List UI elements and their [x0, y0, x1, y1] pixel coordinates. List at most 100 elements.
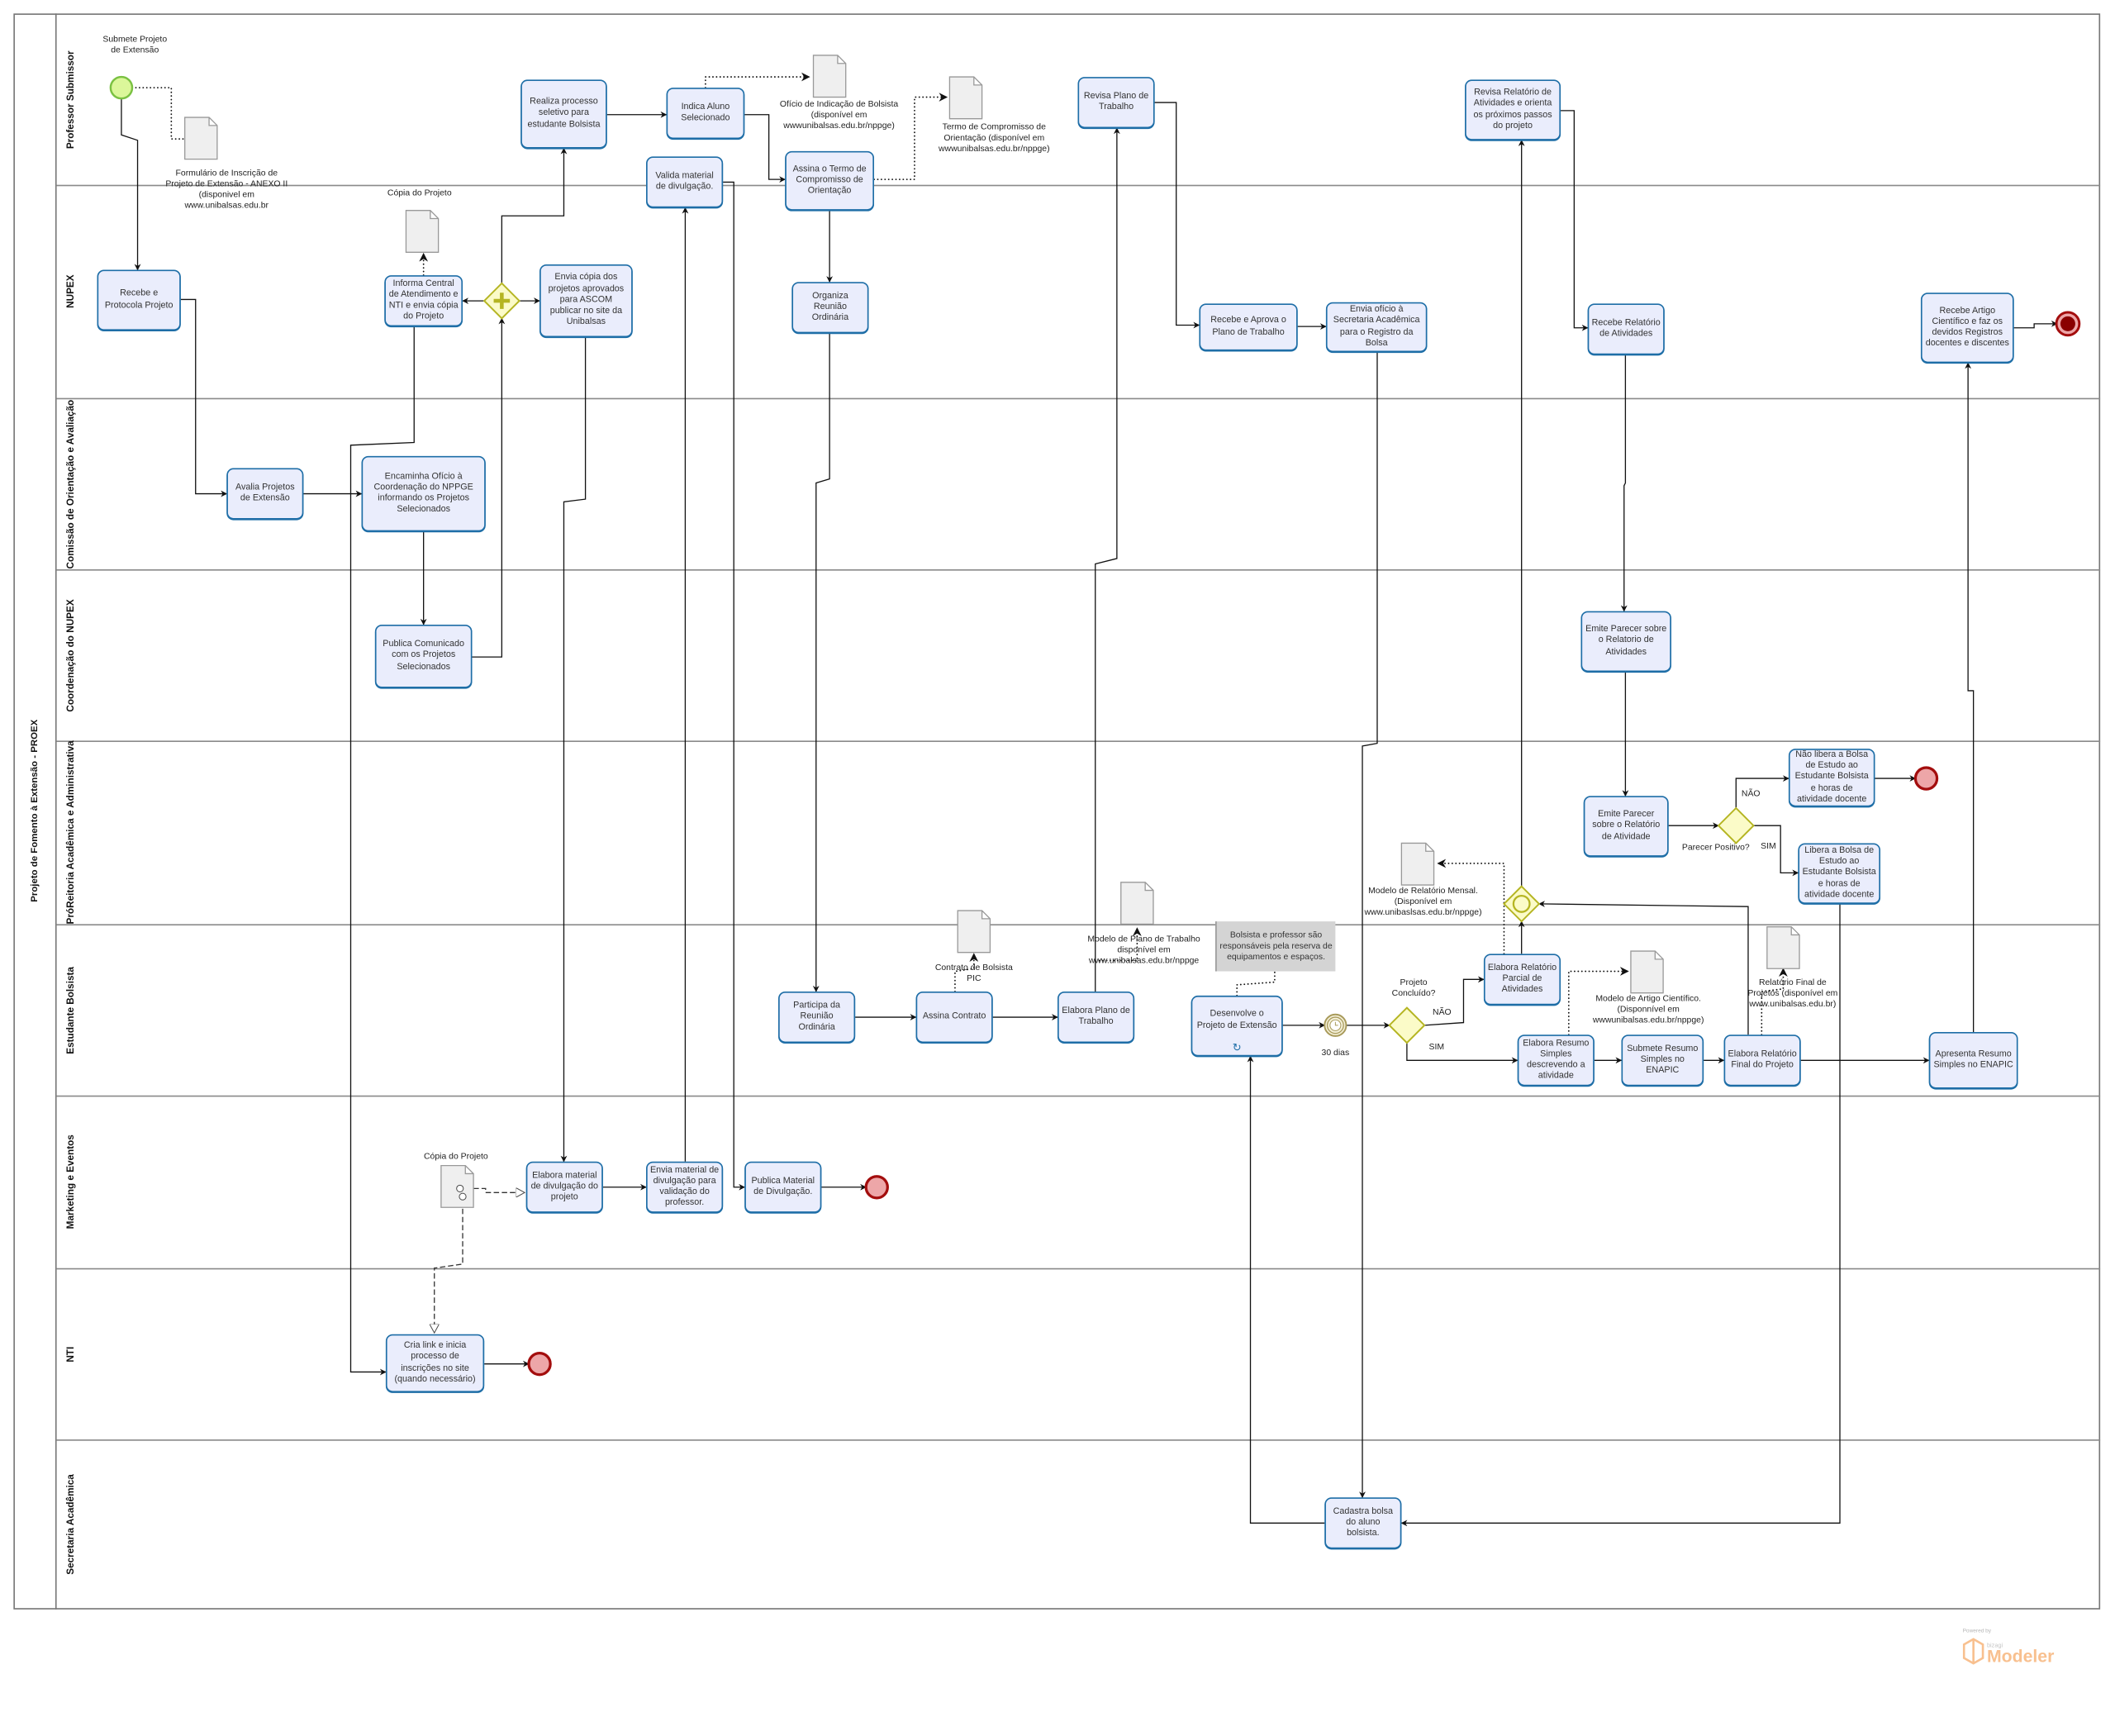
- data-association[interactable]: [705, 72, 810, 89]
- task-cria-link[interactable]: Cria link e inicia processo de inscriçõe…: [385, 1334, 485, 1392]
- sequence-flow[interactable]: [1620, 354, 1628, 612]
- data-association[interactable]: [954, 953, 979, 992]
- task-assina-contrato[interactable]: Assina Contrato: [915, 992, 993, 1044]
- task-recebe-aprova-plano[interactable]: Recebe e Aprova o Plano de Trabalho: [1199, 303, 1298, 351]
- data-association[interactable]: [1437, 858, 1505, 955]
- data-association[interactable]: [1236, 970, 1276, 996]
- exclusive-gateway-projeto-concluido[interactable]: [1388, 1006, 1426, 1044]
- sequence-flow[interactable]: [1400, 903, 1841, 1527]
- sequence-flow[interactable]: [1359, 352, 1378, 1499]
- document-icon: [1630, 950, 1664, 994]
- data-association[interactable]: [1761, 968, 1788, 1036]
- task-elabora-relatorio-final[interactable]: Elabora Relatório Final do Projeto: [1723, 1034, 1801, 1087]
- data-association[interactable]: [131, 87, 186, 140]
- task-encaminha-oficio[interactable]: Encaminha Ofício à Coordenação do NPPGE …: [361, 455, 486, 532]
- task-recebe-artigo[interactable]: Recebe Artigo Científico e faz os devido…: [1920, 293, 2014, 364]
- task-label: Realiza processo seletivo para estudante…: [527, 97, 601, 130]
- task-elabora-material[interactable]: Elabora material de divulgação do projet…: [525, 1161, 603, 1213]
- task-desenvolve-projeto[interactable]: Desenvolve o Projeto de Extensão↻: [1191, 995, 1283, 1057]
- sequence-flow[interactable]: [2013, 320, 2058, 329]
- task-libera[interactable]: Libera a Bolsa de Estudo ao Estudante Bo…: [1798, 843, 1880, 904]
- terminate-end-event-fill-icon: [2060, 316, 2075, 331]
- task-label: Publica Comunicado com os Projetos Selec…: [383, 640, 465, 672]
- timer-label: 30 dias: [1321, 1048, 1350, 1058]
- task-envia-material[interactable]: Envia material de divulgação para valida…: [646, 1161, 724, 1213]
- document-label: Modelo de Relatório Mensal. (Disponível …: [1364, 886, 1482, 918]
- task-emite-parecer-coord[interactable]: Emite Parecer sobre o Relatorio de Ativi…: [1580, 611, 1671, 673]
- sequence-flow[interactable]: [1561, 110, 1589, 331]
- sequence-flow[interactable]: [1753, 825, 1799, 877]
- task-nao-libera[interactable]: Não libera a Bolsa de Estudo ao Estudant…: [1788, 749, 1875, 807]
- task-label: Revisa Plano de Trabalho: [1083, 91, 1149, 112]
- start-event-icon[interactable]: [109, 75, 134, 100]
- task-publica-material[interactable]: Publica Material de Divulgação.: [744, 1161, 822, 1213]
- inclusive-gateway[interactable]: [1503, 885, 1541, 923]
- dashed-association[interactable]: [435, 1201, 463, 1333]
- sequence-flow[interactable]: [1406, 1043, 1519, 1064]
- sequence-flow[interactable]: [723, 181, 746, 1191]
- sequence-flow[interactable]: [560, 337, 587, 1163]
- association-anchor-icon: [459, 1192, 467, 1201]
- sequence-flow[interactable]: [1538, 901, 1749, 1035]
- sequence-flow[interactable]: [180, 298, 228, 497]
- task-elabora-resumo[interactable]: Elabora Resumo Simples descrevendo a ati…: [1517, 1034, 1595, 1087]
- task-label: Desenvolve o Projeto de Extensão: [1196, 1009, 1277, 1030]
- bizagi-hexagon-icon: [1962, 1638, 1984, 1665]
- sequence-flow[interactable]: [1095, 127, 1120, 992]
- document-icon: [948, 76, 983, 120]
- task-label: Libera a Bolsa de Estudo ao Estudante Bo…: [1802, 845, 1876, 900]
- end-event-icon[interactable]: [864, 1175, 889, 1200]
- lane-divider: [56, 924, 2101, 926]
- task-submete-resumo[interactable]: Submete Resumo Simples no ENAPIC: [1621, 1034, 1704, 1087]
- sequence-flow[interactable]: [1154, 102, 1200, 329]
- sequence-flow[interactable]: [1247, 1055, 1325, 1524]
- sequence-flow[interactable]: [121, 98, 141, 271]
- task-revisa-relatorio[interactable]: Revisa Relatório de Atividades e orienta…: [1465, 79, 1561, 140]
- task-organiza-reuniao[interactable]: Organiza Reunião Ordinária: [791, 282, 869, 334]
- sequence-flow[interactable]: [1965, 362, 1975, 1033]
- task-label: Emite Parecer sobre o Relatorio de Ativi…: [1585, 625, 1667, 657]
- data-association[interactable]: [873, 93, 948, 181]
- lane-divider: [56, 568, 2101, 571]
- lane-divider: [56, 397, 2101, 400]
- task-publica-comunicado[interactable]: Publica Comunicado com os Projetos Selec…: [374, 624, 473, 688]
- document-label: Relatório Final de Projetos (disponível …: [1747, 977, 1838, 1010]
- sequence-flow[interactable]: [744, 114, 787, 183]
- sequence-flow[interactable]: [472, 317, 506, 658]
- bizagi-logo: Powered by bizagi Modeler: [1963, 1627, 2055, 1666]
- task-valida-material[interactable]: Valida material de divulgação.: [646, 156, 724, 208]
- task-label: Organiza Reunião Ordinária: [811, 291, 849, 323]
- task-cadastra-bolsa[interactable]: Cadastra bolsa do aluno bolsista.: [1324, 1497, 1402, 1549]
- end-event-icon[interactable]: [1913, 766, 1939, 791]
- dashed-association[interactable]: [465, 1188, 525, 1192]
- task-avalia-projetos[interactable]: Avalia Projetos de Extensão: [226, 468, 304, 520]
- task-label: Assina Contrato: [922, 1011, 986, 1021]
- task-revisa-plano[interactable]: Revisa Plano de Trabalho: [1077, 77, 1155, 129]
- task-label: Indica Aluno Selecionado: [681, 102, 730, 123]
- data-association[interactable]: [1567, 967, 1629, 1036]
- task-elabora-plano[interactable]: Elabora Plano de Trabalho: [1058, 992, 1135, 1044]
- task-recebe-relatorio[interactable]: Recebe Relatório de Atividades: [1587, 303, 1665, 355]
- exclusive-gateway-parecer-positivo[interactable]: [1717, 806, 1755, 844]
- task-label: Elabora Resumo Simples descrevendo a ati…: [1523, 1038, 1590, 1082]
- task-label: Elabora Plano de Trabalho: [1062, 1006, 1130, 1027]
- end-event-icon[interactable]: [527, 1351, 552, 1377]
- sequence-flow[interactable]: [1735, 775, 1789, 808]
- task-envia-oficio[interactable]: Envia ofício à Secretaria Acadêmica para…: [1325, 302, 1428, 353]
- task-recebe-protocola[interactable]: Recebe e Protocola Projeto: [97, 269, 181, 331]
- task-elabora-relatorio-parcial[interactable]: Elabora Relatório Parcial de Atividades: [1483, 954, 1561, 1006]
- sequence-flow[interactable]: [501, 147, 568, 283]
- task-informa-central[interactable]: Informa Central de Atendimento e NTI e e…: [384, 275, 463, 327]
- task-apresenta-resumo[interactable]: Apresenta Resumo Simples no ENAPIC: [1928, 1032, 2018, 1089]
- sequence-flow[interactable]: [349, 326, 415, 1376]
- sequence-flow[interactable]: [1424, 976, 1485, 1026]
- task-indica-aluno[interactable]: Indica Aluno Selecionado: [666, 88, 745, 140]
- task-emite-parecer-pro[interactable]: Emite Parecer sobre o Relatório de Ativi…: [1583, 796, 1669, 857]
- sequence-flow[interactable]: [812, 333, 830, 992]
- task-label: Avalia Projetos de Extensão: [235, 483, 295, 503]
- task-realiza-processo[interactable]: Realiza processo seletivo para estudante…: [520, 79, 607, 149]
- task-envia-copia[interactable]: Envia cópia dos projetos aprovados para …: [539, 264, 633, 338]
- task-label: Recebe e Protocola Projeto: [104, 288, 173, 310]
- task-participa-reuniao[interactable]: Participa da Reunião Ordinária: [778, 992, 856, 1044]
- task-assina-termo[interactable]: Assina o Termo de Compromisso de Orienta…: [785, 150, 874, 211]
